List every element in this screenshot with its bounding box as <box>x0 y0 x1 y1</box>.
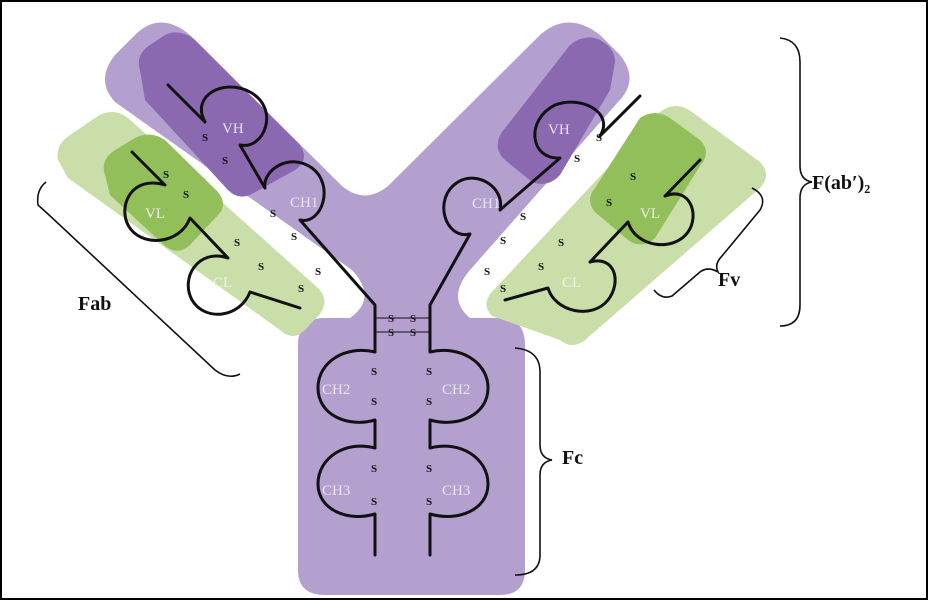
ss-left-ch1-1: S <box>270 208 276 220</box>
ss-right-ch1-1: S <box>520 211 526 223</box>
ss-hinge-left-top: S <box>388 313 394 325</box>
domain-label-vl-right: VL <box>640 206 660 222</box>
ss-hinge-right-top: S <box>410 313 416 325</box>
ss-right-vh-2: S <box>574 153 580 165</box>
light-chain-right-line <box>503 158 702 313</box>
domain-label-ch1-left: CH1 <box>290 195 318 211</box>
ss-hinge-left-bottom: S <box>388 327 394 339</box>
disulfide-bonds: S S S S S S S S S S S S S S S S S S S S … <box>163 132 636 508</box>
domain-label-vh-right: VH <box>548 122 570 138</box>
fragment-label-fab2: F(ab′)₂ <box>812 172 870 194</box>
domain-label-ch2-left: CH2 <box>322 382 350 398</box>
heavy-chain-right-line <box>428 94 642 557</box>
domain-label-vl-left: VL <box>145 206 165 222</box>
ss-left-vl-1: S <box>163 169 169 181</box>
domain-label-ch2-right: CH2 <box>442 382 470 398</box>
ss-ch3-right-1: S <box>426 463 432 475</box>
fab-brace <box>36 181 241 378</box>
ss-ch2-right-1: S <box>426 366 432 378</box>
domain-label-ch3-right: CH3 <box>442 483 470 499</box>
ss-left-hinge-2: S <box>298 283 304 295</box>
ss-left-vh-2: S <box>222 155 228 167</box>
ss-ch2-left-1: S <box>371 366 377 378</box>
ss-left-cl-1: S <box>234 237 240 249</box>
vl-right-region <box>590 113 706 245</box>
domain-label-vh-left: VH <box>222 121 244 137</box>
ss-left-vh-1: S <box>202 132 208 144</box>
ss-ch2-left-2: S <box>371 396 377 408</box>
ss-right-hinge-2: S <box>500 283 506 295</box>
domain-label-cl-left: CL <box>213 275 232 291</box>
heavy-chain-right <box>428 94 642 557</box>
vh-left-region <box>138 32 304 197</box>
domain-label-cl-right: CL <box>562 275 581 291</box>
light-chain-right <box>503 158 702 313</box>
ss-left-cl-2: S <box>258 261 264 273</box>
fragment-braces <box>36 37 813 576</box>
fragment-label-fc: Fc <box>562 447 583 469</box>
ss-right-hinge-1: S <box>484 266 490 278</box>
ss-ch3-left-1: S <box>371 463 377 475</box>
fragment-labels: Fab Fc Fv F(ab′)₂ <box>78 172 870 469</box>
heavy-chain-left-line <box>166 83 377 557</box>
domain-labels: VH VH VL VL CH1 CH1 CL CL CH2 CH2 CH3 CH… <box>145 121 660 499</box>
light-chain-left-line <box>123 150 302 316</box>
ss-right-vl-1: S <box>630 171 636 183</box>
domain-label-ch3-left: CH3 <box>322 483 350 499</box>
fc-brace <box>514 347 553 576</box>
fab2-brace <box>779 37 813 327</box>
ss-right-cl-2: S <box>538 261 544 273</box>
ss-right-cl-1: S <box>558 237 564 249</box>
ss-ch3-left-2: S <box>371 496 377 508</box>
heavy-chain-left <box>166 83 377 557</box>
ss-right-ch1-2: S <box>500 235 506 247</box>
fragment-label-fv: Fv <box>718 269 740 291</box>
ss-left-vl-2: S <box>183 189 189 201</box>
ss-ch2-right-2: S <box>426 396 432 408</box>
ss-right-vl-2: S <box>606 197 612 209</box>
ss-hinge-right-bottom: S <box>410 327 416 339</box>
fv-brace <box>653 187 764 298</box>
ss-left-ch1-2: S <box>291 231 297 243</box>
light-chain-left <box>123 150 302 316</box>
ss-left-hinge-1: S <box>315 266 321 278</box>
ss-ch3-right-2: S <box>426 496 432 508</box>
domain-label-ch1-right: CH1 <box>472 196 500 212</box>
vh-right-region <box>497 37 615 184</box>
fragment-label-fab: Fab <box>78 293 111 315</box>
ss-right-vh-1: S <box>596 132 602 144</box>
